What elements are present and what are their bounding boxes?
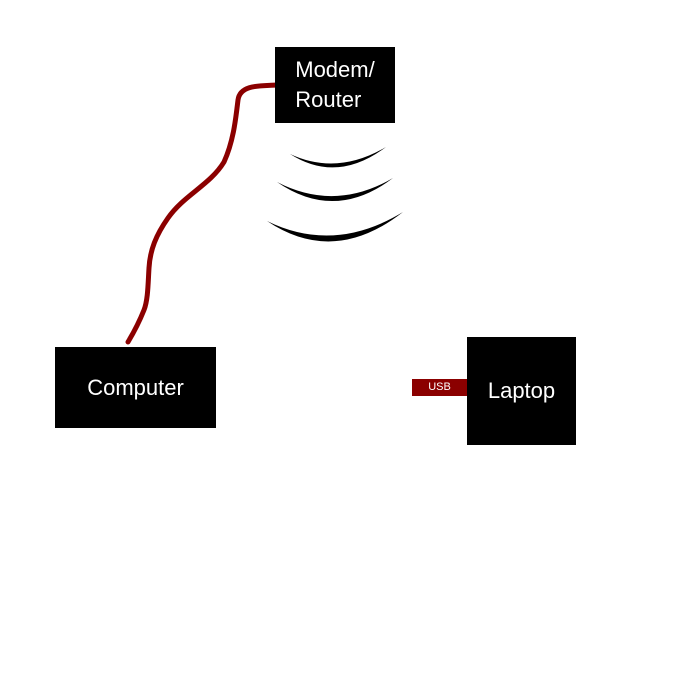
wifi-waves-icon <box>267 147 403 242</box>
computer-label: Computer <box>87 374 184 400</box>
wifi-wave-small <box>290 147 386 168</box>
laptop-label: Laptop <box>487 378 556 403</box>
modem-router-label: Modem/ Router <box>295 57 375 112</box>
wifi-wave-medium <box>277 178 393 202</box>
wifi-wave-large <box>267 212 403 242</box>
computer-box: Computer <box>55 347 216 428</box>
usb-connector: USB <box>412 379 467 396</box>
laptop-box: Laptop <box>467 337 576 445</box>
usb-label: USB <box>428 381 451 393</box>
ethernet-cable <box>125 82 279 345</box>
modem-router-box: Modem/ Router <box>275 47 395 123</box>
